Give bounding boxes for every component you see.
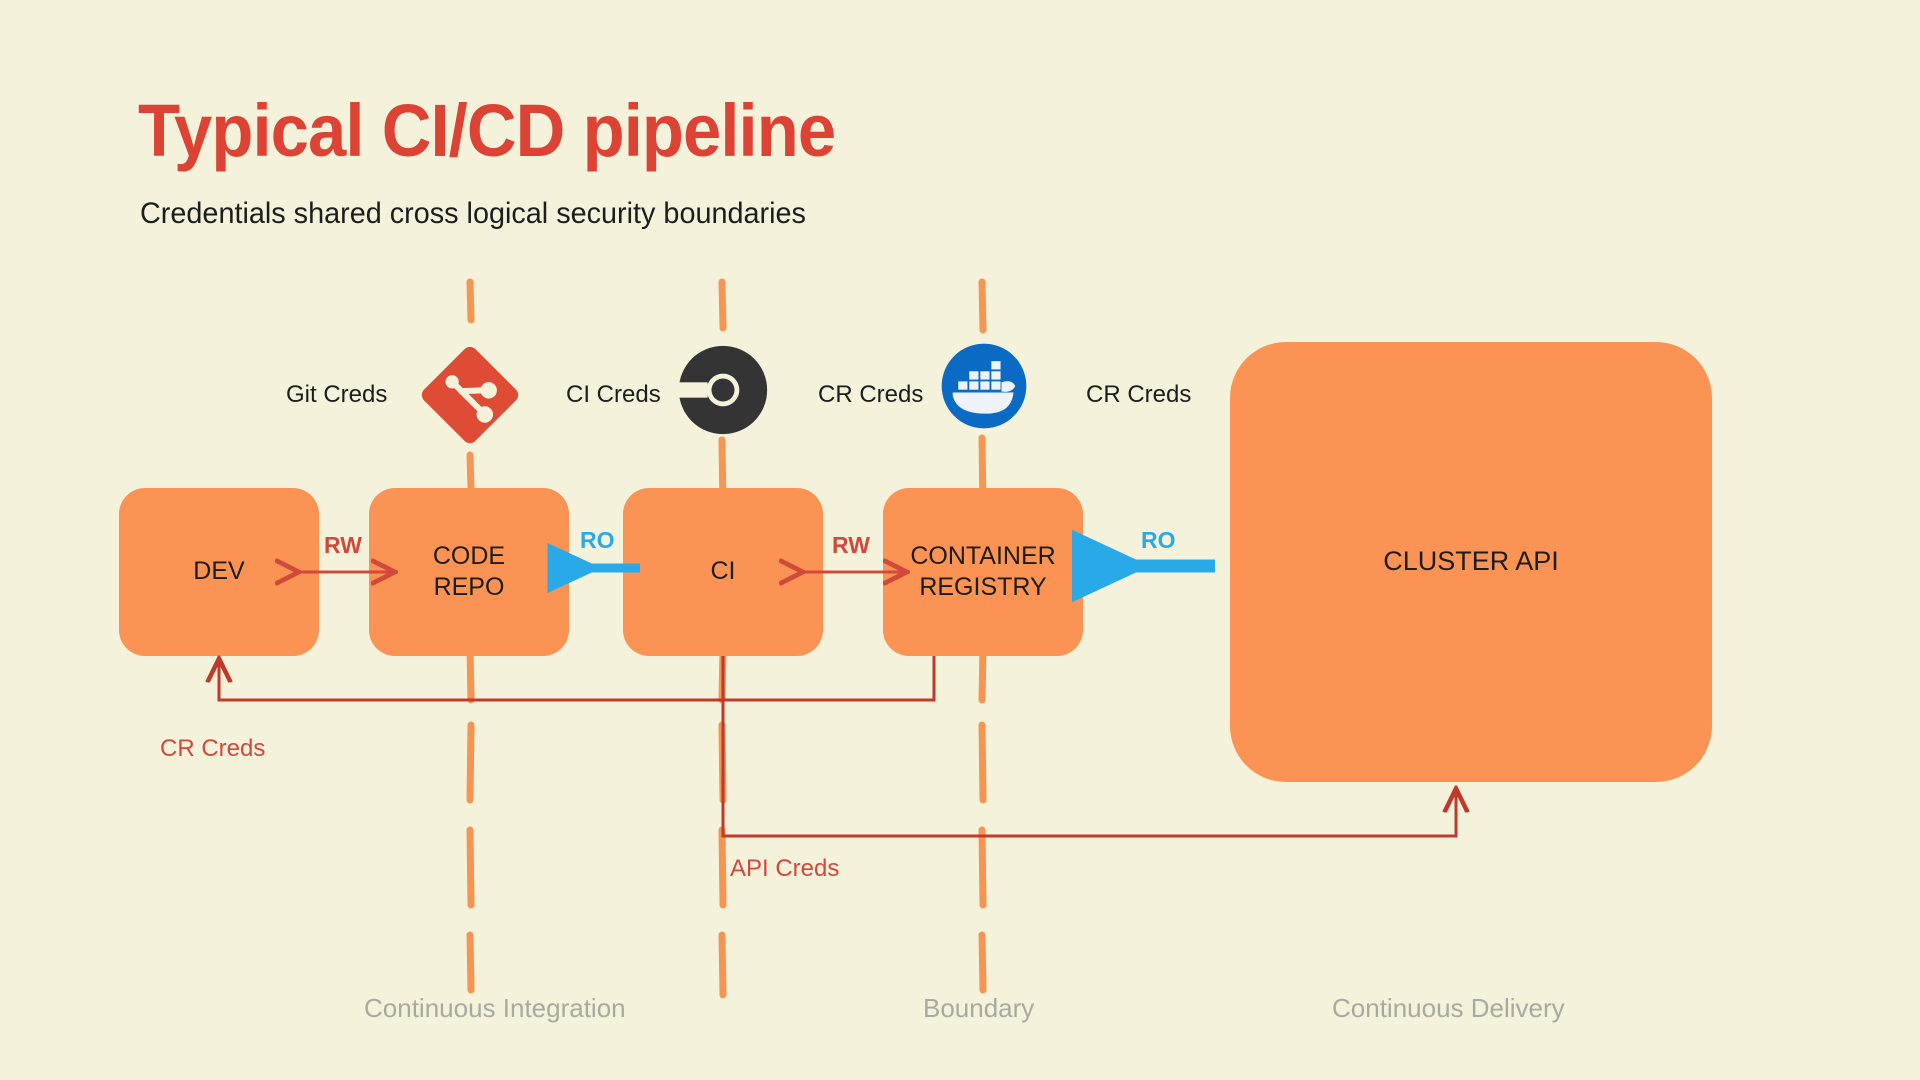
boundary-label-boundary: Boundary bbox=[923, 993, 1035, 1023]
docker-icon bbox=[938, 340, 1030, 432]
boundary-label-continuous-integration: Continuous Integration bbox=[364, 993, 626, 1023]
boundary-label-continuous-delivery: Continuous Delivery bbox=[1332, 993, 1565, 1023]
cred-label-git: Git Creds bbox=[286, 381, 388, 408]
page-title: Typical CI/CD pipeline bbox=[138, 89, 836, 172]
node-cluster-api[interactable]: CLUSTER API bbox=[1230, 342, 1712, 782]
arrow-label-dev-coderepo: RW bbox=[324, 532, 362, 558]
circleci-icon bbox=[673, 342, 771, 438]
feedback-label-cr-creds: CR Creds bbox=[160, 735, 266, 762]
cred-label-cr-cluster: CR Creds bbox=[1086, 381, 1192, 408]
feedback-cr-creds-path bbox=[219, 656, 936, 702]
arrow-label-ci-registry: RW bbox=[832, 532, 870, 558]
node-container-registry[interactable]: CONTAINER REGISTRY bbox=[883, 488, 1083, 656]
node-code-repo[interactable]: CODE REPO bbox=[369, 488, 569, 656]
cred-label-cr-registry: CR Creds bbox=[818, 381, 924, 408]
page-subtitle: Credentials shared cross logical securit… bbox=[140, 197, 806, 230]
node-ci[interactable]: CI bbox=[623, 488, 823, 656]
cred-label-ci: CI Creds bbox=[566, 381, 661, 408]
arrow-label-clusterapi-registry: RO bbox=[1141, 527, 1176, 553]
git-icon bbox=[415, 340, 525, 450]
feedback-label-api-creds: API Creds bbox=[730, 855, 840, 882]
arrow-label-ci-coderepo: RO bbox=[580, 527, 615, 553]
node-dev[interactable]: DEV bbox=[119, 488, 319, 656]
